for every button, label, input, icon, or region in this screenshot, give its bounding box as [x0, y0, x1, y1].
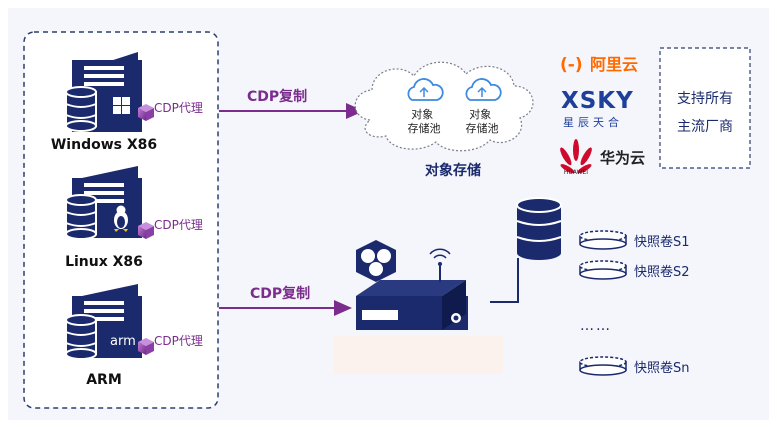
database-icon — [65, 194, 97, 240]
windows-logo-icon — [113, 97, 130, 114]
agent-label: CDP代理 — [154, 334, 203, 348]
server-windows: CDP代理 Windows X86 — [51, 52, 203, 153]
disk-volume-icon — [579, 356, 627, 376]
server-arm: arm CDP代理 ARM — [65, 284, 203, 388]
cloud-storage-icon — [407, 78, 444, 101]
snapshot-ellipsis: …… — [580, 318, 612, 334]
snapshot-label: 快照卷S1 — [634, 234, 690, 250]
snapshot-label: 快照卷Sn — [634, 360, 690, 376]
snapshot-item: 快照卷S1 — [579, 230, 690, 250]
snapshot-database-icon — [516, 197, 562, 260]
vendor-subtitle: 星辰天合 — [563, 115, 623, 129]
aliyun-mark-icon: (-) — [560, 55, 583, 75]
vendor-note-line-1: 支持所有 — [677, 91, 733, 107]
huawei-logo: HUAWEI 华为云 — [560, 139, 645, 176]
snapshot-item: 快照卷S2 — [579, 260, 690, 280]
object-storage-cloud: 对象 存储池 对象 存储池 — [354, 61, 534, 152]
server-name: ARM — [86, 372, 122, 388]
product-hexagon-icon — [356, 240, 396, 282]
database-icon — [65, 314, 97, 360]
replication-label-top: CDP复制 — [247, 88, 307, 105]
vendor-note-line-2: 主流厂商 — [677, 119, 733, 135]
agent-label: CDP代理 — [154, 218, 203, 232]
vendor-logos: (-) 阿里云 XSKY 星辰天合 HUAWEI 华为云 — [560, 55, 645, 176]
vendor-name: 华为云 — [600, 149, 645, 167]
agent-cube-icon — [138, 222, 154, 239]
aliyun-logo: (-) 阿里云 — [560, 55, 638, 75]
huawei-flower-icon — [560, 139, 592, 174]
vendor-name: XSKY — [561, 88, 634, 114]
replication-label-bottom: CDP复制 — [250, 285, 310, 302]
cloud-storage-icon — [465, 78, 502, 101]
backup-appliance — [356, 240, 468, 330]
xsky-logo: XSKY 星辰天合 — [561, 88, 634, 129]
agent-cube-icon — [138, 104, 154, 121]
snapshot-label: 快照卷S2 — [634, 264, 690, 280]
vendor-name: 阿里云 — [590, 55, 638, 74]
snapshot-list: 快照卷S1 快照卷S2 …… 快照卷Sn — [579, 230, 690, 376]
server-name: Windows X86 — [51, 137, 157, 153]
server-name: Linux X86 — [65, 254, 143, 270]
vendor-subtitle: HUAWEI — [564, 169, 588, 176]
agent-cube-icon — [138, 338, 154, 355]
disk-volume-icon — [579, 230, 627, 250]
appliance-db-connector — [490, 258, 519, 303]
database-icon — [65, 86, 97, 132]
server-linux: CDP代理 Linux X86 — [65, 166, 203, 270]
disk-volume-icon — [579, 260, 627, 280]
agent-label: CDP代理 — [154, 101, 203, 115]
snapshot-item: 快照卷Sn — [579, 356, 690, 376]
storage-pool-label: 对象 存储池 — [466, 107, 499, 135]
storage-pool-label: 对象 存储池 — [408, 107, 441, 135]
vendor-note-box — [659, 47, 751, 169]
arm-logo-icon: arm — [110, 334, 136, 349]
wifi-antenna-icon — [429, 248, 451, 282]
object-storage-caption: 对象存储 — [425, 162, 481, 179]
placeholder-area — [333, 336, 503, 374]
linux-tux-icon — [114, 205, 128, 232]
